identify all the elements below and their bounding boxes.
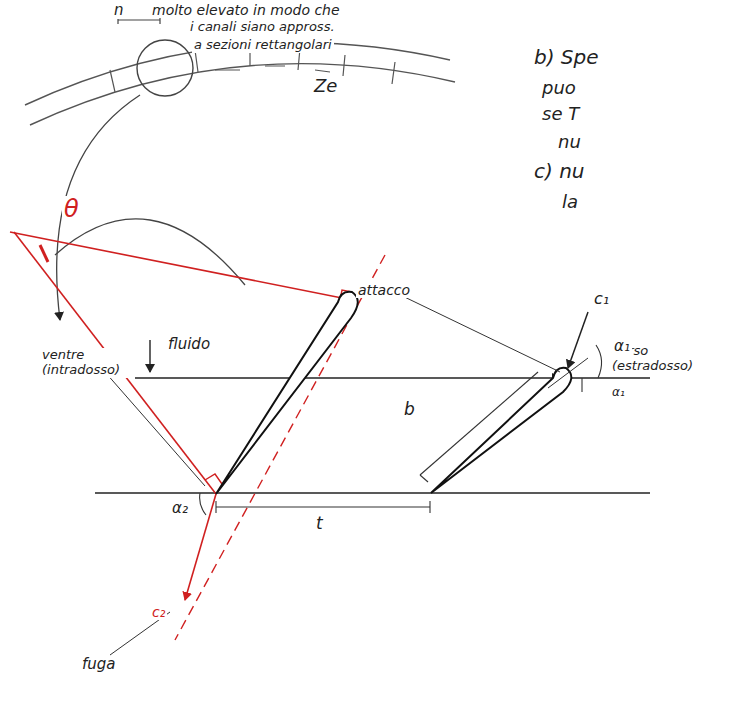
- handwritten-label: nu: [556, 132, 583, 153]
- handwritten-label: fluido: [166, 336, 212, 353]
- handwritten-label: θ: [62, 196, 81, 224]
- handwritten-label: b: [402, 400, 417, 420]
- handwritten-label: i canali siano appross.: [188, 20, 337, 35]
- handwritten-label: b) Spe: [532, 46, 601, 69]
- handwritten-label: t: [314, 514, 325, 534]
- handwritten-label: α₁: [610, 386, 627, 400]
- handwritten-label: c₁: [592, 290, 611, 308]
- handwritten-label: c₂: [150, 604, 167, 620]
- handwritten-label: ventre (intradosso): [40, 348, 132, 378]
- handwritten-label: la: [560, 192, 580, 213]
- handwritten-label: n: [112, 2, 126, 19]
- handwritten-label: c) nu: [532, 160, 587, 183]
- handwritten-label: Ze: [312, 76, 339, 97]
- handwritten-label: puo: [540, 78, 578, 99]
- handwritten-label: α₁: [612, 338, 632, 355]
- handwritten-label: se T: [540, 104, 581, 125]
- handwritten-label: attacco: [356, 282, 412, 298]
- handwritten-label: molto elevato in modo che: [150, 2, 342, 18]
- handwritten-label: fuga: [80, 656, 118, 673]
- handwritten-label: a sezioni rettangolari: [192, 38, 334, 53]
- handwritten-label: α₂: [170, 500, 190, 517]
